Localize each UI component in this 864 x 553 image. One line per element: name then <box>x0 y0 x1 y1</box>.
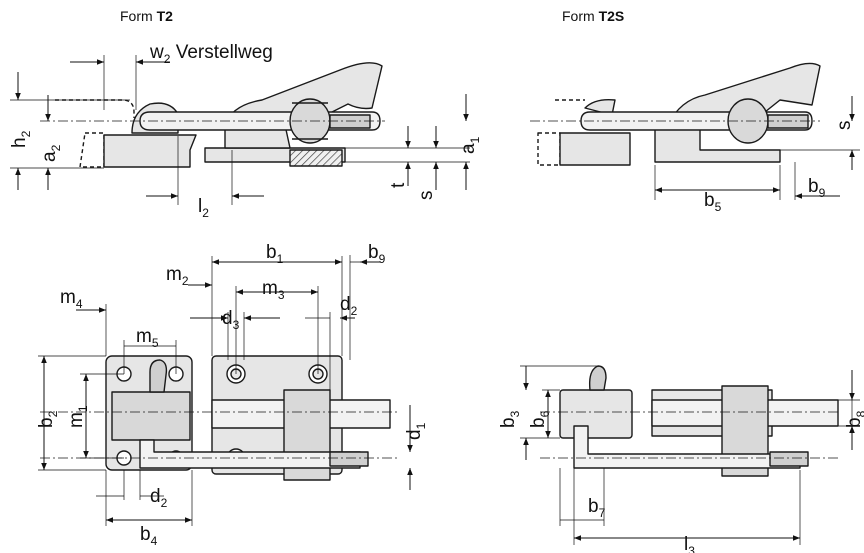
label-b1: b1 <box>266 242 284 266</box>
label-b9-side: b9 <box>808 176 826 200</box>
t2s-top-view <box>540 365 840 477</box>
label-l2: l2 <box>198 196 209 220</box>
label-b4: b4 <box>140 524 158 548</box>
label-b8: b8 <box>844 410 864 428</box>
title-form-t2s: Form T2S <box>562 8 625 24</box>
label-a2: a2 <box>39 144 63 162</box>
label-l3: l3 <box>684 534 695 553</box>
label-h2: h2 <box>9 130 33 148</box>
label-b6: b6 <box>528 410 552 428</box>
label-b3: b3 <box>498 410 522 428</box>
label-d2-bottom: d2 <box>150 486 168 510</box>
label-m3: m3 <box>262 278 285 302</box>
label-a1: a1 <box>458 136 482 154</box>
label-m2: m2 <box>166 264 189 288</box>
label-b9: b9 <box>368 242 386 266</box>
label-m4: m4 <box>60 287 83 311</box>
label-b7: b7 <box>588 496 606 520</box>
label-m5: m5 <box>136 326 159 350</box>
label-t: t <box>388 182 409 188</box>
label-d1: d1 <box>404 422 428 440</box>
label-b5: b5 <box>704 190 722 214</box>
dimension-labels: w2 Verstellweg h2 a2 l2 t s a1 s b5 b9 b… <box>9 42 864 553</box>
label-s: s <box>416 191 437 201</box>
t2s-side-view <box>530 62 821 166</box>
label-s-t2s: s <box>834 121 855 131</box>
label-d2-top: d2 <box>340 294 358 318</box>
t2-top-view <box>40 355 400 481</box>
t2-side-view <box>40 62 385 168</box>
label-b2: b2 <box>36 410 60 428</box>
dimension-lines <box>10 55 860 545</box>
label-d3: d3 <box>222 308 240 332</box>
title-form-t2: Form T2 <box>120 8 173 24</box>
label-m1: m1 <box>66 405 90 428</box>
note-w2-verstellweg: w2 Verstellweg <box>149 42 273 66</box>
